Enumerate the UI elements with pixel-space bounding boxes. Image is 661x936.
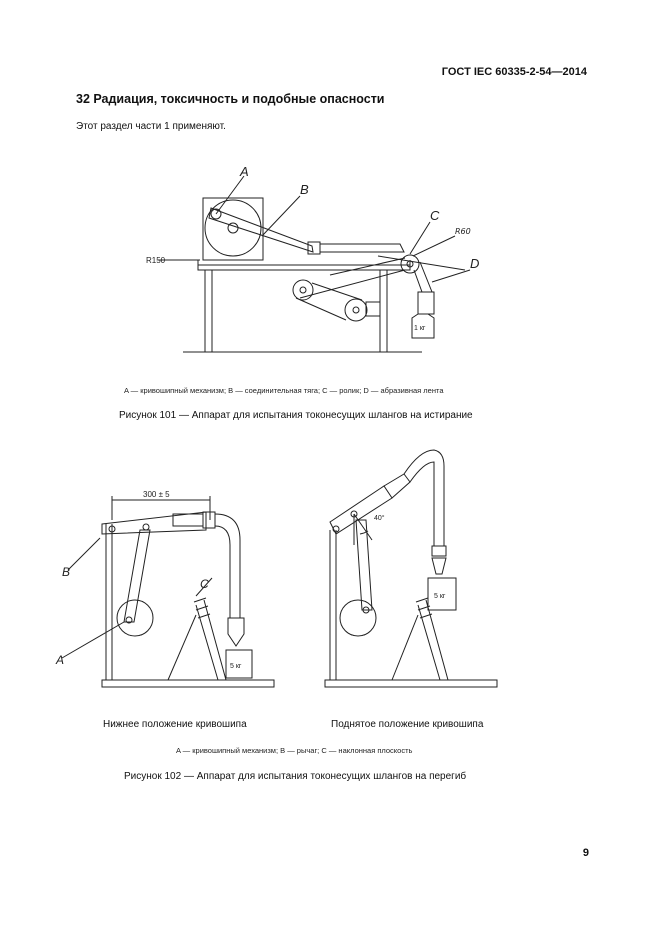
figure-102-caption: Рисунок 102 — Аппарат для испытания токо… xyxy=(124,771,467,782)
section-title: 32 Радиация, токсичность и подобные опас… xyxy=(76,92,385,106)
label-b-102: B xyxy=(62,565,70,579)
label-c-102: C xyxy=(200,577,209,591)
page-number: 9 xyxy=(582,847,589,859)
weight-right-5kg: 5 кг xyxy=(434,593,446,600)
figure-101-caption: Рисунок 101 — Аппарат для испытания токо… xyxy=(119,410,473,421)
radius-60: R60 xyxy=(455,227,471,236)
figure-102-legend: A — кривошипный механизм; B — рычаг; C —… xyxy=(176,746,413,755)
label-a-102: A xyxy=(55,653,64,667)
roller xyxy=(400,254,420,274)
figure-101-legend: A — кривошипный механизм; B — соединител… xyxy=(124,386,444,395)
crank-housing xyxy=(202,197,264,261)
weight-1kg: 1 кг xyxy=(414,325,426,332)
weight-left-5kg: 5 кг xyxy=(230,663,242,670)
angle-40: 40° xyxy=(374,514,385,522)
left-base xyxy=(101,679,275,688)
radius-150: R150 xyxy=(146,256,166,265)
crank-wheel xyxy=(204,199,262,257)
dimension-300: 300 ± 5 xyxy=(143,490,170,499)
left-crank-wheel xyxy=(116,599,154,637)
position-raised: Поднятое положение кривошипа xyxy=(331,719,484,730)
right-base xyxy=(324,679,498,688)
right-crank-wheel xyxy=(339,599,377,637)
label-c: C xyxy=(430,208,440,223)
label-b: B xyxy=(300,182,309,197)
section-intro: Этот раздел части 1 применяют. xyxy=(76,121,226,132)
position-lower: Нижнее положение кривошипа xyxy=(103,719,247,730)
standard-designation: ГОСТ IEC 60335-2-54—2014 xyxy=(441,66,587,78)
label-d: D xyxy=(470,256,479,271)
label-a: A xyxy=(239,164,249,179)
